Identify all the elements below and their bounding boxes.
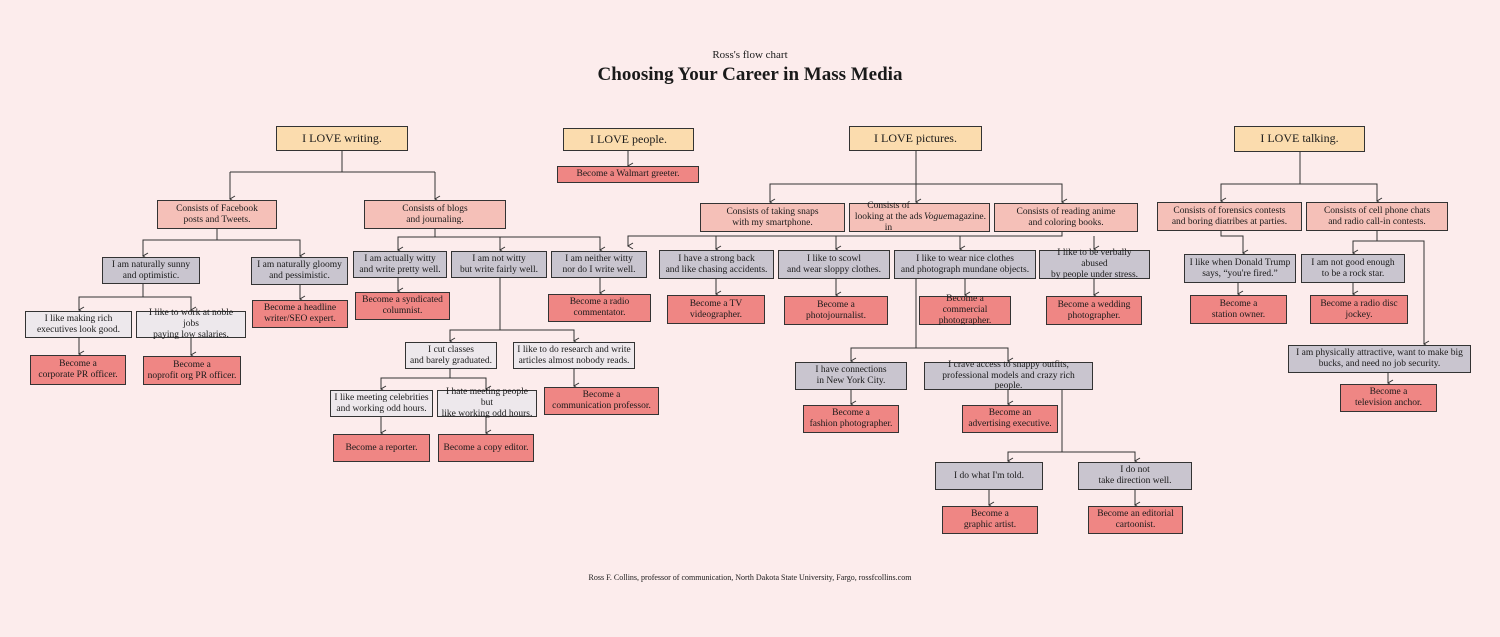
node-cellphone: Consists of cell phone chats and radio c…	[1306, 202, 1448, 231]
result-photojournalist: Become a photojournalist.	[784, 296, 888, 325]
node-cut-classes: I cut classes and barely graduated.	[405, 342, 497, 369]
node-love-pictures: I LOVE pictures.	[849, 126, 982, 151]
node-verbally-abused: I like to be verbally abused by people u…	[1039, 248, 1150, 280]
result-advertising-executive: Become an advertising executive.	[962, 405, 1058, 433]
node-noble-jobs: I like to work at noble jobs paying low …	[136, 308, 246, 340]
result-tv-videographer: Become a TV videographer.	[667, 295, 765, 324]
node-blogs: Consists of blogs and journaling.	[364, 200, 506, 229]
result-syndicated-columnist: Become a syndicated columnist.	[355, 292, 450, 320]
node-love-people: I LOVE people.	[563, 128, 694, 151]
result-wedding-photographer: Become a wedding photographer.	[1046, 296, 1142, 325]
node-hate-meeting: I hate meeting people but like working o…	[437, 387, 537, 419]
result-station-owner: Become a station owner.	[1190, 295, 1287, 324]
vogue-text-magazine: Vogue	[924, 212, 948, 223]
result-radio-commentator: Become a radio commentator.	[548, 294, 651, 322]
result-graphic-artist: Become a graphic artist.	[942, 506, 1038, 534]
node-nice-clothes: I like to wear nice clothes and photogra…	[894, 250, 1036, 279]
node-snaps: Consists of taking snaps with my smartph…	[700, 203, 845, 232]
node-snappy-outfits: I crave access to snappy outfits, profes…	[924, 360, 1093, 391]
node-forensics: Consists of forensics contests and borin…	[1157, 202, 1302, 231]
node-love-talking: I LOVE talking.	[1234, 126, 1365, 152]
node-sunny: I am naturally sunny and optimistic.	[102, 257, 200, 284]
node-not-rock-star: I am not good enough to be a rock star.	[1301, 254, 1405, 283]
node-anime: Consists of reading anime and coloring b…	[994, 203, 1138, 232]
result-noprofit-pr: Become a noprofit org PR officer.	[143, 356, 241, 385]
node-rich-executives: I like making rich executives look good.	[25, 311, 132, 338]
vogue-text-post: magazine.	[947, 212, 986, 223]
node-new-york: I have connections in New York City.	[795, 362, 907, 390]
node-not-witty: I am not witty but write fairly well.	[451, 251, 547, 278]
vogue-text-pre: Consists of looking at the ads in	[854, 201, 923, 233]
node-physically-attractive: I am physically attractive, want to make…	[1288, 345, 1471, 373]
node-gloomy: I am naturally gloomy and pessimistic.	[251, 257, 348, 285]
result-editorial-cartoonist: Become an editorial cartoonist.	[1088, 506, 1183, 534]
result-headline-writer: Become a headline writer/SEO expert.	[252, 300, 348, 328]
node-donald-trump: I like when Donald Trump says, “you're f…	[1184, 254, 1296, 283]
node-research: I like to do research and write articles…	[513, 342, 635, 369]
node-vogue: Consists of looking at the ads in Vogue …	[849, 201, 990, 233]
result-television-anchor: Become a television anchor.	[1340, 384, 1437, 412]
node-meet-celebrities: I like meeting celebrities and working o…	[330, 390, 433, 417]
node-facebook: Consists of Facebook posts and Tweets.	[157, 200, 277, 229]
node-do-what-told: I do what I'm told.	[935, 462, 1043, 490]
result-communication-professor: Become a communication professor.	[544, 387, 659, 415]
node-witty: I am actually witty and write pretty wel…	[353, 251, 447, 278]
result-reporter: Become a reporter.	[333, 434, 430, 462]
footer-credit: Ross F. Collins, professor of communicat…	[588, 573, 912, 582]
node-strong-back: I have a strong back and like chasing ac…	[659, 250, 774, 279]
result-walmart-greeter: Become a Walmart greeter.	[557, 166, 699, 183]
result-radio-disc-jockey: Become a radio disc jockey.	[1310, 295, 1408, 324]
node-scowl: I like to scowl and wear sloppy clothes.	[778, 250, 890, 279]
result-corporate-pr: Become a corporate PR officer.	[30, 355, 126, 385]
chart-subtitle: Ross's flow chart	[712, 49, 788, 61]
node-no-direction: I do not take direction well.	[1078, 462, 1192, 490]
node-love-writing: I LOVE writing.	[276, 126, 408, 151]
node-neither: I am neither witty nor do I write well.	[551, 251, 647, 278]
result-copy-editor: Become a copy editor.	[438, 434, 534, 462]
chart-title: Choosing Your Career in Mass Media	[597, 64, 903, 85]
result-commercial-photographer: Become a commercial photographer.	[919, 294, 1011, 326]
result-fashion-photographer: Become a fashion photographer.	[803, 405, 899, 433]
